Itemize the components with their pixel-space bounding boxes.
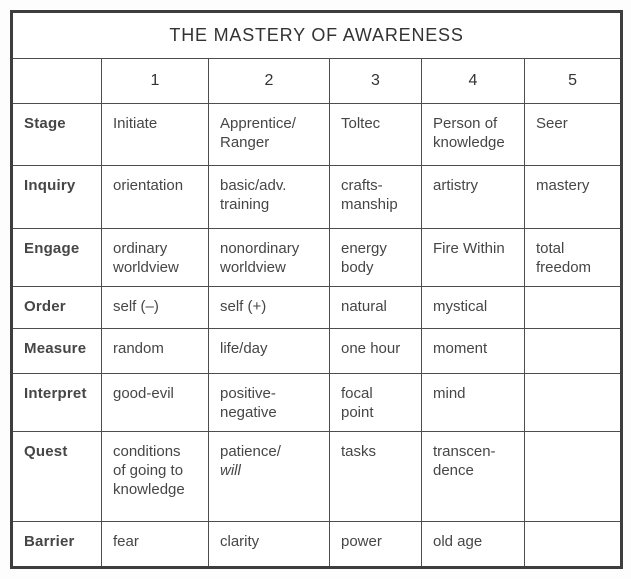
- cell-measure-2: life/day: [208, 328, 330, 374]
- cell-barrier-5: [523, 521, 623, 568]
- cell-quest-2-italic-text: will: [220, 462, 241, 480]
- cell-measure-1: random: [101, 328, 209, 374]
- corner-cell: [11, 58, 102, 104]
- cell-stage-5: Seer: [523, 103, 623, 166]
- cell-interpret-1: good-evil: [101, 373, 209, 432]
- cell-order-4: mystical: [421, 286, 525, 329]
- column-header-row: 1 2 3 4 5: [11, 58, 623, 104]
- table-row-order: Order self (–) self (+) natural mystical: [11, 286, 623, 329]
- cell-engage-3: energy body: [329, 228, 422, 287]
- row-label-quest: Quest: [11, 431, 102, 522]
- cell-barrier-4: old age: [421, 521, 525, 568]
- row-label-inquiry: Inquiry: [11, 165, 102, 229]
- cell-inquiry-1: orientation: [101, 165, 209, 229]
- cell-barrier-2: clarity: [208, 521, 330, 568]
- cell-quest-4: transcen- dence: [421, 431, 525, 522]
- cell-quest-5: [523, 431, 623, 522]
- row-label-order: Order: [11, 286, 102, 329]
- column-header-1: 1: [101, 58, 209, 104]
- table-title: THE MASTERY OF AWARENESS: [10, 11, 623, 59]
- cell-inquiry-3: crafts- manship: [329, 165, 422, 229]
- cell-order-1: self (–): [101, 286, 209, 329]
- cell-engage-2: nonordinary worldview: [208, 228, 330, 287]
- table-row-interpret: Interpret good-evil positive- negative f…: [11, 373, 623, 432]
- cell-quest-2-text: patience/: [220, 443, 281, 460]
- row-label-barrier: Barrier: [11, 521, 102, 568]
- row-label-interpret: Interpret: [11, 373, 102, 432]
- cell-stage-2: Apprentice/ Ranger: [208, 103, 330, 166]
- cell-measure-3: one hour: [329, 328, 422, 374]
- table-row-engage: Engage ordinary worldview nonordinary wo…: [11, 228, 623, 287]
- cell-interpret-3: focal point: [329, 373, 422, 432]
- cell-engage-5: total freedom: [523, 228, 623, 287]
- cell-measure-4: moment: [421, 328, 525, 374]
- cell-interpret-2: positive- negative: [208, 373, 330, 432]
- cell-quest-1: conditions of going to knowledge: [101, 431, 209, 522]
- table-row-barrier: Barrier fear clarity power old age: [11, 521, 623, 568]
- cell-order-5: [523, 286, 623, 329]
- cell-interpret-4: mind: [421, 373, 525, 432]
- cell-stage-1: Initiate: [101, 103, 209, 166]
- table-row-measure: Measure random life/day one hour moment: [11, 328, 623, 374]
- cell-inquiry-2: basic/adv. training: [208, 165, 330, 229]
- cell-quest-2: patience/will: [208, 431, 330, 522]
- cell-inquiry-4: artistry: [421, 165, 525, 229]
- row-label-measure: Measure: [11, 328, 102, 374]
- cell-interpret-5: [523, 373, 623, 432]
- cell-stage-4: Person of knowledge: [421, 103, 525, 166]
- table-row-stage: Stage Initiate Apprentice/ Ranger Toltec…: [11, 103, 623, 166]
- cell-engage-1: ordinary worldview: [101, 228, 209, 287]
- cell-order-3: natural: [329, 286, 422, 329]
- title-row: THE MASTERY OF AWARENESS: [10, 11, 623, 59]
- table-row-inquiry: Inquiry orientation basic/adv. training …: [11, 165, 623, 229]
- column-header-3: 3: [329, 58, 422, 104]
- table-row-quest: Quest conditions of going to knowledge p…: [11, 431, 623, 522]
- row-label-stage: Stage: [11, 103, 102, 166]
- mastery-of-awareness-table: THE MASTERY OF AWARENESS 1 2 3 4 5 Stage…: [10, 10, 624, 569]
- cell-measure-5: [523, 328, 623, 374]
- column-header-2: 2: [208, 58, 330, 104]
- cell-barrier-1: fear: [101, 521, 209, 568]
- cell-inquiry-5: mastery: [523, 165, 623, 229]
- cell-barrier-3: power: [329, 521, 422, 568]
- column-header-5: 5: [523, 58, 623, 104]
- row-label-engage: Engage: [11, 228, 102, 287]
- cell-engage-4: Fire Within: [421, 228, 525, 287]
- cell-quest-3: tasks: [329, 431, 422, 522]
- cell-order-2: self (+): [208, 286, 330, 329]
- cell-stage-3: Toltec: [329, 103, 422, 166]
- column-header-4: 4: [421, 58, 525, 104]
